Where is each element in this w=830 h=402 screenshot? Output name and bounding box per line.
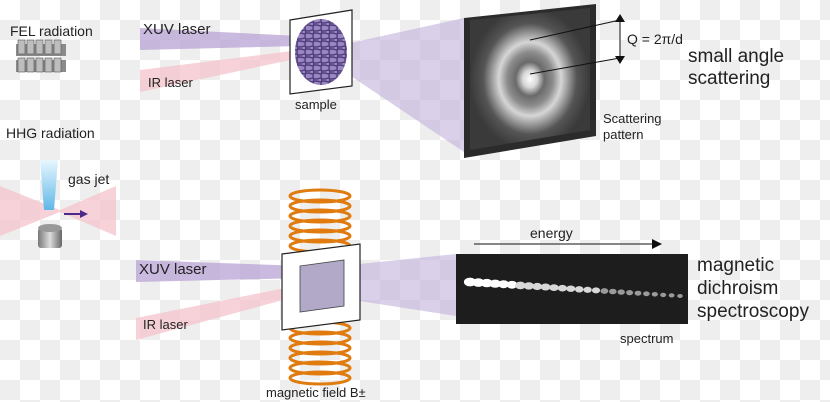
spectrum-harmonic-spot <box>591 287 601 294</box>
scattering-pattern-line2: pattern <box>603 127 644 142</box>
xuv-laser-top-label: XUV laser <box>143 21 211 38</box>
magnetic-dichroism-line2: dichroism <box>697 278 779 299</box>
transmitted-beam-bottom <box>340 254 456 316</box>
scattered-cone-top <box>318 18 464 152</box>
undulator-icon <box>16 39 66 73</box>
spectrum-harmonic-spot <box>668 293 675 298</box>
spectrum-harmonic-spot <box>489 279 501 288</box>
sample-plate <box>289 9 353 95</box>
spectrum-harmonic-spot <box>523 282 534 290</box>
xuv-laser-bottom-label: XUV laser <box>139 261 207 278</box>
gas-jet-label: gas jet <box>68 171 110 187</box>
spectrum-label: spectrum <box>620 331 674 346</box>
magnetic-field-label: magnetic field B± <box>266 385 366 400</box>
magnetic-dichroism-line1: magnetic <box>697 255 775 276</box>
spectrum-harmonic-spot <box>506 280 518 289</box>
fel-radiation-label: FEL radiation <box>10 23 93 39</box>
small-angle-scattering-line1: small angle <box>688 46 785 67</box>
ir-laser-top-label: IR laser <box>148 75 193 90</box>
q-arrow <box>615 14 625 64</box>
spectrum-harmonic-spot <box>626 290 634 296</box>
ir-beam-bottom <box>136 284 305 340</box>
xuv-beam-bottom <box>136 260 305 282</box>
energy-label: energy <box>530 225 573 241</box>
magnetic-dichroism-line3: spectroscopy <box>697 301 809 322</box>
small-angle-scattering-line2: scattering <box>688 68 771 89</box>
hhg-radiation-label: HHG radiation <box>6 125 95 141</box>
spectrum-harmonic-spot <box>557 284 568 292</box>
scattering-pattern-line1: Scattering <box>603 111 662 126</box>
spectrum-harmonic-spot <box>651 292 658 297</box>
spectrum-harmonic-spot <box>481 278 493 288</box>
spectrum-harmonic-spot <box>583 286 592 293</box>
ir-beam-top <box>140 50 300 92</box>
spectrum-harmonic-spot <box>549 284 559 291</box>
hhg-source-icon <box>0 160 116 248</box>
xuv-beam-top <box>140 28 300 50</box>
spectrum-harmonic-spot <box>634 290 642 296</box>
spectrum-harmonic-spot <box>540 283 551 291</box>
sample-frame-bottom <box>281 243 361 331</box>
energy-arrow <box>474 239 662 249</box>
spectrum-harmonic-spot <box>532 282 543 291</box>
sample-label: sample <box>295 97 337 112</box>
spectrum-harmonic-spot <box>600 288 609 294</box>
spectrum-image <box>456 254 688 324</box>
spectrum-harmonic-spot <box>498 280 510 289</box>
spectrum-harmonic-spot <box>566 285 576 292</box>
spectrum-harmonic-spot <box>609 288 617 295</box>
ir-laser-bottom-label: IR laser <box>143 317 188 332</box>
coil-top-icon <box>288 188 352 254</box>
spectrum-harmonic-spot <box>515 281 526 290</box>
spectrum-harmonic-spot <box>472 278 485 287</box>
spectrum-harmonic-spot <box>574 286 584 293</box>
spectrum-harmonic-spot <box>660 292 667 298</box>
scattering-detector <box>464 4 621 158</box>
spectrum-harmonic-spot <box>677 294 683 298</box>
spectrum-harmonic-spot <box>643 291 650 297</box>
q-formula-label: Q = 2π/d <box>627 31 683 47</box>
spectrum-harmonic-spot <box>617 289 625 295</box>
coil-bottom-icon <box>288 320 352 386</box>
